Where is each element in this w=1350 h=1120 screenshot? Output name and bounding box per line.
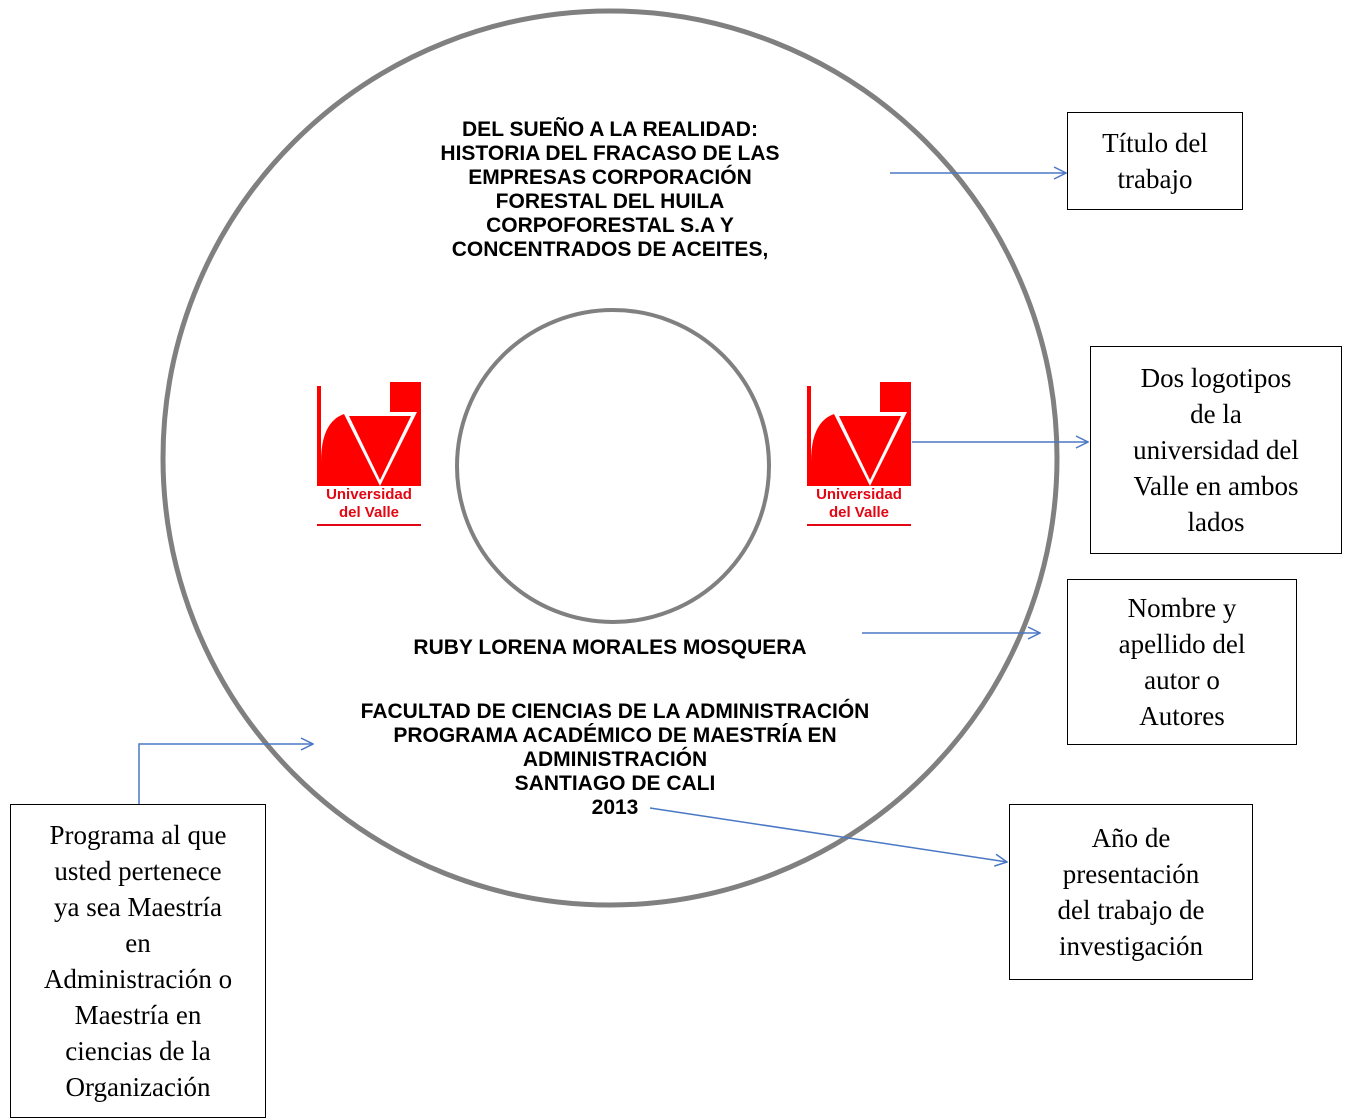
label-line: investigación (1059, 931, 1203, 961)
univalle-logo-right: Universidad del Valle (807, 382, 911, 526)
label-line: en (125, 928, 151, 958)
label-line: del trabajo de (1057, 895, 1205, 925)
arrow-year (649, 807, 1007, 862)
label-line: Maestría en (74, 1000, 202, 1030)
program-line: ADMINISTRACIÓN (522, 748, 708, 771)
thesis-title-line: FORESTAL DEL HUILA (495, 190, 725, 213)
logo-text-line1: Universidad (816, 486, 902, 503)
program-line: PROGRAMA ACADÉMICO DE MAESTRÍA EN (393, 724, 837, 747)
univalle-logo-left: Universidad del Valle (317, 382, 421, 526)
label-line: Organización (65, 1072, 211, 1102)
label-line: Valle en ambos (1133, 471, 1299, 501)
label-line: Autores (1139, 701, 1225, 731)
label-line: presentación (1062, 859, 1200, 889)
label-line: autor o (1144, 665, 1220, 695)
univalle-logo-mark (807, 382, 911, 486)
logo-text-line2: del Valle (338, 504, 400, 521)
year-line: 2013 (591, 796, 639, 819)
label-box-author: Nombre y apellido del autor o Autores (1067, 579, 1297, 745)
label-box-year: Año de presentación del trabajo de inves… (1009, 804, 1253, 980)
logo-underline (807, 524, 911, 526)
label-line: lados (1187, 507, 1245, 537)
thesis-title-line: HISTORIA DEL FRACASO DE LAS (440, 142, 780, 165)
label-line: usted pertenece (54, 856, 222, 886)
faculty-line: FACULTAD DE CIENCIAS DE LA ADMINISTRACIÓ… (360, 700, 870, 723)
label-line: Dos logotipos (1140, 363, 1292, 393)
label-line: apellido del (1118, 629, 1246, 659)
author-name: RUBY LORENA MORALES MOSQUERA (340, 636, 880, 660)
thesis-title-line: DEL SUEÑO A LA REALIDAD: (462, 118, 758, 141)
logo-text-line2: del Valle (828, 504, 890, 521)
label-line: universidad del (1133, 435, 1299, 465)
label-box-title: Título del trabajo (1067, 112, 1243, 210)
thesis-title-line: CORPOFORESTAL S.A Y (486, 214, 734, 237)
thesis-title: DEL SUEÑO A LA REALIDAD: HISTORIA DEL FR… (380, 118, 840, 262)
label-line: Nombre y (1127, 593, 1237, 623)
thesis-title-line: EMPRESAS CORPORACIÓN (468, 166, 752, 189)
cd-inner-ring (455, 308, 771, 624)
label-line: Año de (1091, 823, 1171, 853)
logo-text-line1: Universidad (326, 486, 412, 503)
arrow-program (138, 744, 313, 805)
logo-underline (317, 524, 421, 526)
label-line: Administración o (43, 964, 233, 994)
cd-outer-ring (160, 8, 1060, 908)
label-line: ya sea Maestría (54, 892, 222, 922)
label-line: trabajo (1117, 164, 1193, 194)
author-name-text: RUBY LORENA MORALES MOSQUERA (413, 636, 807, 659)
label-box-logos: Dos logotipos de la universidad del Vall… (1090, 346, 1342, 554)
label-box-program: Programa al que usted pertenece ya sea M… (10, 804, 266, 1118)
city-line: SANTIAGO DE CALI (514, 772, 716, 795)
label-line: ciencias de la (65, 1036, 211, 1066)
label-line: Programa al que (49, 820, 227, 850)
label-line: Título del (1102, 128, 1208, 158)
univalle-logo-mark (317, 382, 421, 486)
thesis-title-line: CONCENTRADOS DE ACEITES, (451, 238, 769, 261)
label-line: de la (1190, 399, 1242, 429)
faculty-block: FACULTAD DE CIENCIAS DE LA ADMINISTRACIÓ… (270, 700, 960, 820)
